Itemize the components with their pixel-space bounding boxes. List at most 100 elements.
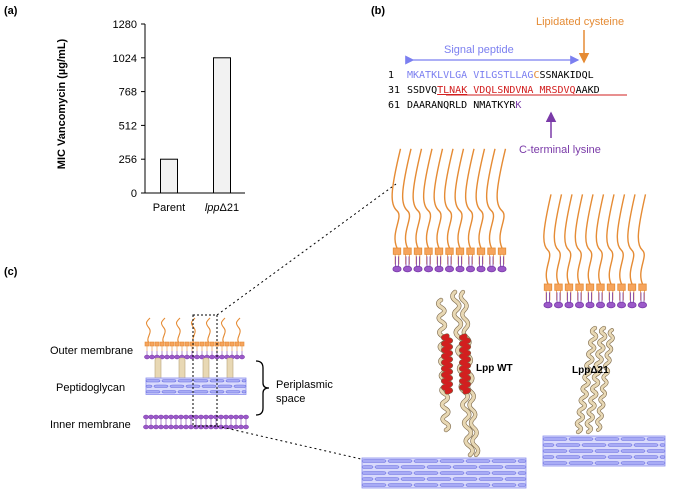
x-tick-mutant: lppΔ21	[205, 202, 239, 214]
glycan-strand	[374, 477, 400, 481]
lps-head	[239, 341, 245, 347]
c-terminal-lysine-label: C-terminal lysine	[519, 144, 601, 156]
glycan-strand	[217, 384, 233, 388]
phospholipid-head	[238, 414, 244, 420]
phospholipid-head	[228, 424, 234, 430]
phospholipid-head	[218, 414, 224, 420]
glycan-strand	[504, 477, 527, 481]
phospholipid-head	[143, 414, 149, 420]
phospholipid-head	[168, 424, 174, 430]
lps-chain	[637, 194, 647, 285]
zoom-line-top	[216, 183, 397, 316]
phospholipid-head	[402, 265, 413, 273]
deleted-helix-2	[459, 334, 471, 394]
lps-head	[627, 283, 637, 291]
glycan-strand	[542, 449, 568, 453]
glycan-strand	[225, 390, 241, 394]
glycan-strand	[361, 459, 387, 463]
phospholipid-head	[208, 414, 214, 420]
panel-c-label: (c)	[4, 266, 18, 278]
phospholipid-head	[153, 414, 159, 420]
lps-chain	[190, 317, 196, 344]
glycan-strand	[193, 379, 209, 383]
phospholipid-head	[243, 424, 249, 430]
lps-chain	[585, 194, 594, 285]
glycan-strand	[145, 384, 153, 388]
lps-chain	[616, 194, 626, 285]
glycan-strand	[161, 390, 177, 394]
lps-chain	[443, 148, 454, 249]
lps-chain	[475, 148, 486, 249]
phospholipid-head	[585, 301, 595, 309]
glycan-strand	[581, 455, 607, 459]
glycan-strand	[555, 455, 581, 459]
lps-head	[455, 247, 465, 255]
glycan-strand	[452, 477, 478, 481]
glycan-strand	[542, 437, 568, 441]
glycan-strand	[646, 437, 666, 441]
lps-chain	[564, 194, 573, 285]
small-envelope-diagram	[143, 317, 249, 430]
phospholipid-head	[213, 414, 219, 420]
glycan-strand	[241, 390, 247, 394]
glycan-strand	[426, 465, 452, 469]
phospholipid-head	[193, 414, 199, 420]
lps-head	[596, 283, 605, 291]
lps-head	[487, 247, 496, 255]
glycan-strand	[169, 384, 185, 388]
lipidated-cysteine-label: Lipidated cysteine	[536, 16, 624, 28]
glycan-strand	[607, 455, 633, 459]
y-tick-label: 512	[119, 120, 137, 132]
lps-head	[154, 341, 160, 347]
peptidoglycan-label: Peptidoglycan	[56, 382, 125, 394]
lps-head	[209, 341, 215, 347]
glycan-strand	[646, 461, 666, 465]
lps-head	[403, 247, 412, 255]
glycan-strand	[361, 483, 387, 487]
zoom-line-bottom	[216, 425, 375, 463]
phospholipid-head	[616, 301, 627, 309]
glycan-strand	[374, 465, 400, 469]
phospholipid-head	[606, 301, 616, 309]
phospholipid-head	[148, 414, 154, 420]
phospholipid-head	[423, 265, 434, 273]
phospholipid-head	[234, 354, 240, 360]
phospholipid-head	[178, 414, 184, 420]
y-tick-label: 256	[119, 154, 137, 166]
chart-bars	[160, 57, 231, 194]
lps-head	[184, 341, 190, 347]
lps-head	[445, 247, 454, 255]
lps-head	[234, 341, 240, 347]
panel-a: (a) MIC Vancomycin (µg/mL) 0256512768102…	[4, 5, 245, 214]
glycan-strand	[594, 437, 620, 441]
phospholipid-head	[168, 414, 174, 420]
glycan-strand	[161, 379, 177, 383]
glycan-strand	[465, 483, 491, 487]
lps-chain	[391, 148, 402, 249]
lps-head	[564, 283, 574, 291]
lps-chain	[543, 194, 552, 285]
phospholipid-head	[169, 354, 175, 360]
glycan-strand	[478, 465, 504, 469]
lps-head	[159, 341, 165, 347]
phospholipid-head	[158, 424, 164, 430]
phospholipid-head	[465, 265, 476, 273]
glycan-strand	[361, 465, 374, 469]
phospholipid-head	[497, 265, 507, 273]
lps-chain	[454, 148, 465, 249]
glycan-strand	[413, 459, 439, 463]
lps-head	[543, 283, 553, 291]
lps-head	[606, 283, 616, 291]
glycan-strand	[594, 461, 620, 465]
phospholipid-head	[144, 354, 150, 360]
phospholipid-head	[178, 424, 184, 430]
phospholipid-head	[143, 424, 149, 430]
lps-head	[199, 341, 205, 347]
outer-membrane-label: Outer membrane	[50, 345, 133, 357]
glycan-strand	[542, 461, 568, 465]
glycan-strand	[145, 379, 161, 383]
